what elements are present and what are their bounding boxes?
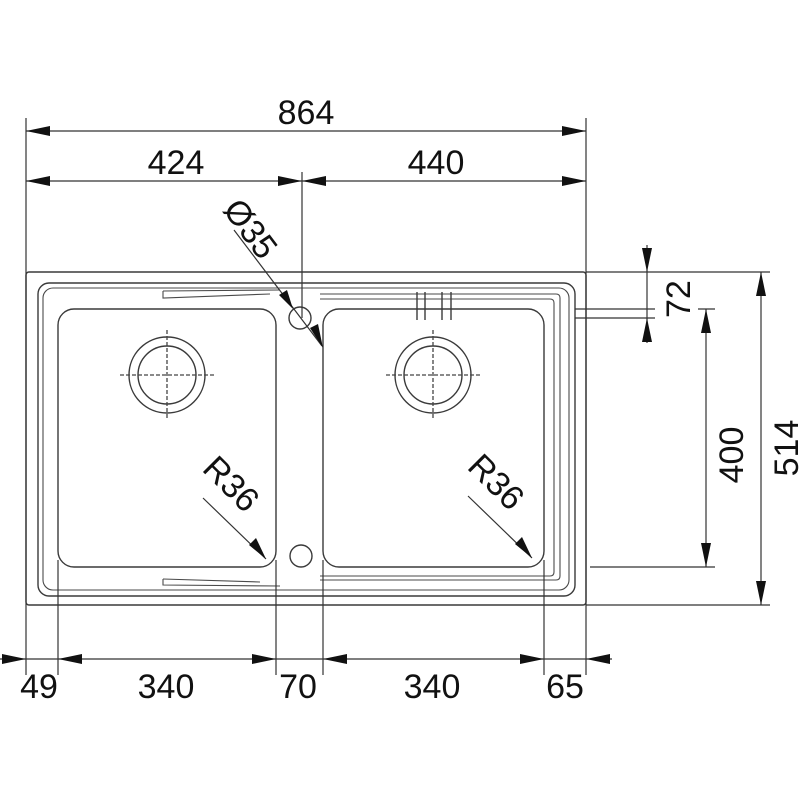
overflow-slots-icon <box>416 292 452 320</box>
dim-bowl-gap: 70 <box>279 668 317 706</box>
drainer-groove-bottom <box>162 578 281 587</box>
dim-right-margin: 65 <box>546 668 584 706</box>
dimension-overall-depth: 514 <box>756 272 800 605</box>
svg-text:424: 424 <box>148 144 205 182</box>
dim-left-margin: 49 <box>20 668 58 706</box>
svg-text:72: 72 <box>660 280 698 318</box>
dimension-tap-hole-diameter: Ø35 <box>216 192 323 348</box>
left-bowl <box>57 308 277 568</box>
tap-hole-icon <box>288 306 312 330</box>
extension-lines <box>25 118 770 675</box>
dimension-drainer-offset: 72 <box>642 245 698 343</box>
dim-right-bowl-width: 340 <box>404 668 461 706</box>
dimension-left-section: 424 <box>26 144 302 186</box>
right-bowl <box>322 292 545 568</box>
drainer-groove-top <box>162 289 281 299</box>
dimension-right-bowl-radius: R36 <box>460 447 533 559</box>
dimension-right-section: 440 <box>302 144 586 186</box>
dimension-bowl-depth: 400 <box>701 309 751 567</box>
svg-text:R36: R36 <box>195 449 266 520</box>
svg-text:R36: R36 <box>460 447 531 518</box>
dimension-left-bowl-radius: R36 <box>195 449 267 560</box>
left-bowl-drain-icon <box>120 330 214 420</box>
dimension-bottom-chain: 49 340 70 340 65 <box>0 654 612 706</box>
svg-text:Ø35: Ø35 <box>216 192 285 266</box>
right-bowl-drain-icon <box>386 330 480 420</box>
svg-text:514: 514 <box>768 420 800 477</box>
svg-text:400: 400 <box>713 427 751 484</box>
dimension-overall-width: 864 <box>26 94 586 136</box>
svg-text:440: 440 <box>408 144 465 182</box>
svg-text:864: 864 <box>278 94 335 132</box>
sink-outline <box>25 271 587 606</box>
dim-left-bowl-width: 340 <box>138 668 195 706</box>
secondary-hole-icon <box>289 544 313 568</box>
